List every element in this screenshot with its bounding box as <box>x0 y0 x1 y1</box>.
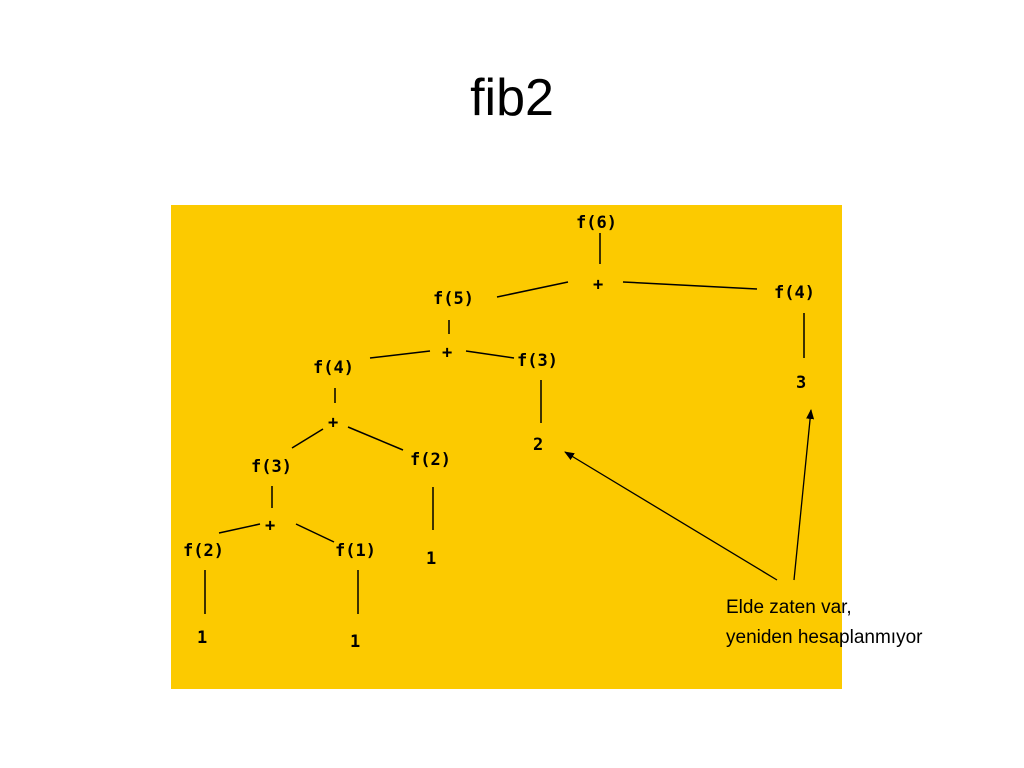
edge-plus-f1-leaf <box>295 523 335 543</box>
arrow-to-value-3 <box>793 409 815 581</box>
edge-plus-f3-left <box>291 428 324 449</box>
node-f2-mid: f(2) <box>410 450 451 470</box>
node-f4-right: f(4) <box>774 283 815 303</box>
arrow-to-value-2 <box>564 451 778 581</box>
node-root-plus: + <box>593 275 603 295</box>
slide-title: fib2 <box>470 69 554 127</box>
annotation-arrows <box>564 409 815 581</box>
node-f4-plus: + <box>328 413 338 433</box>
edge-plus-f5 <box>496 281 569 298</box>
node-f2-leaf-value: 1 <box>197 628 207 648</box>
node-f4-left: f(4) <box>313 358 354 378</box>
edge-plus-f2-leaf <box>218 523 261 534</box>
node-f2-mid-value: 1 <box>426 549 436 569</box>
edge-plus-f3-right <box>465 350 515 359</box>
node-f6: f(6) <box>576 213 617 233</box>
node-f2-leaf: f(2) <box>183 541 224 561</box>
node-f4-right-value: 3 <box>796 373 806 393</box>
annotation-line-2: yeniden hesaplanmıyor <box>726 627 923 648</box>
node-f1-leaf-value: 1 <box>350 632 360 652</box>
edge-plus-f4-left <box>369 350 431 359</box>
node-f3-right: f(3) <box>517 351 558 371</box>
node-f3-right-value: 2 <box>533 435 543 455</box>
node-f5-plus: + <box>442 343 452 363</box>
tree-edges <box>204 233 805 614</box>
edge-plus-f2-mid <box>347 426 404 451</box>
node-f3-left: f(3) <box>251 457 292 477</box>
annotation-line-1: Elde zaten var, <box>726 597 852 618</box>
node-f5: f(5) <box>433 289 474 309</box>
node-f3-plus: + <box>265 516 275 536</box>
diagram-panel <box>171 205 842 689</box>
node-f1-leaf: f(1) <box>335 541 376 561</box>
edge-plus-f4-right <box>622 281 758 290</box>
annotation: Elde zaten var, yeniden hesaplanmıyor <box>726 597 923 648</box>
tree-nodes: f(6) + f(5) f(4) 3 + f(4) f(3) 2 + f(3) … <box>183 213 815 652</box>
